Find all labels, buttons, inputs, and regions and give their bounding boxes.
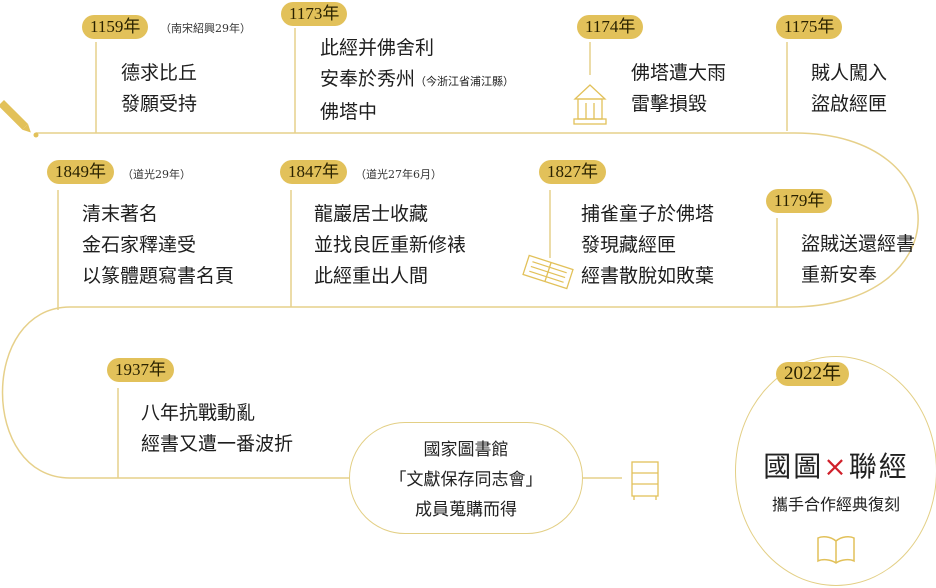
final-circle: 國圖×聯經 攜手合作經典復刻 [735, 356, 936, 586]
year-badge: 1173年 [281, 2, 348, 26]
year-note: （道光29年） [122, 168, 191, 181]
event-text: 德求比丘發願受持 [121, 62, 198, 115]
pencil-icon [0, 100, 31, 133]
year-badge: 1827年 [539, 160, 606, 184]
year-badge: 1159年 [82, 15, 149, 39]
event-text: 佛塔遭大雨雷擊損毀 [631, 62, 727, 115]
event-text: 捕雀童子於佛塔發現藏經匣經書散脫如敗葉 [581, 203, 715, 287]
timeline-line [1, 132, 919, 479]
scroll-icon [522, 254, 574, 290]
year-badge: 1174年 [577, 15, 644, 39]
final-subtitle: 攜手合作經典復刻 [771, 495, 900, 514]
year-badge: 1175年 [776, 15, 843, 39]
bookshelf-icon [631, 461, 659, 500]
library-oval: 國家圖書館「文獻保存同志會」成員蒐購而得 [349, 422, 583, 534]
year-badge: 1179年 [766, 189, 833, 213]
year-badge: 2022年 [776, 362, 850, 386]
year-note: （南宋紹興29年） [160, 22, 251, 35]
event-text: 此經并佛舍利安奉於秀州（今浙江省浦江縣）佛塔中 [320, 37, 515, 123]
book-icon [817, 536, 855, 564]
event-text: 盜賊送還經書重新安奉 [801, 233, 916, 286]
year-badge: 1847年 [280, 160, 347, 184]
event-text: 清末著名金石家釋達受以篆體題寫書名頁 [82, 203, 235, 287]
event-text: 賊人闖入盜啟經匣 [811, 62, 888, 115]
event-text: 八年抗戰動亂經書又遭一番波折 [141, 402, 294, 455]
pagoda-icon [573, 84, 607, 125]
year-badge: 1937年 [107, 358, 174, 382]
year-badge: 1849年 [47, 160, 114, 184]
final-title: 國圖×聯經 [763, 450, 909, 483]
event-text: 龍巖居士收藏並找良匠重新修裱此經重出人間 [314, 203, 467, 287]
year-note: （道光27年6月） [355, 168, 442, 181]
